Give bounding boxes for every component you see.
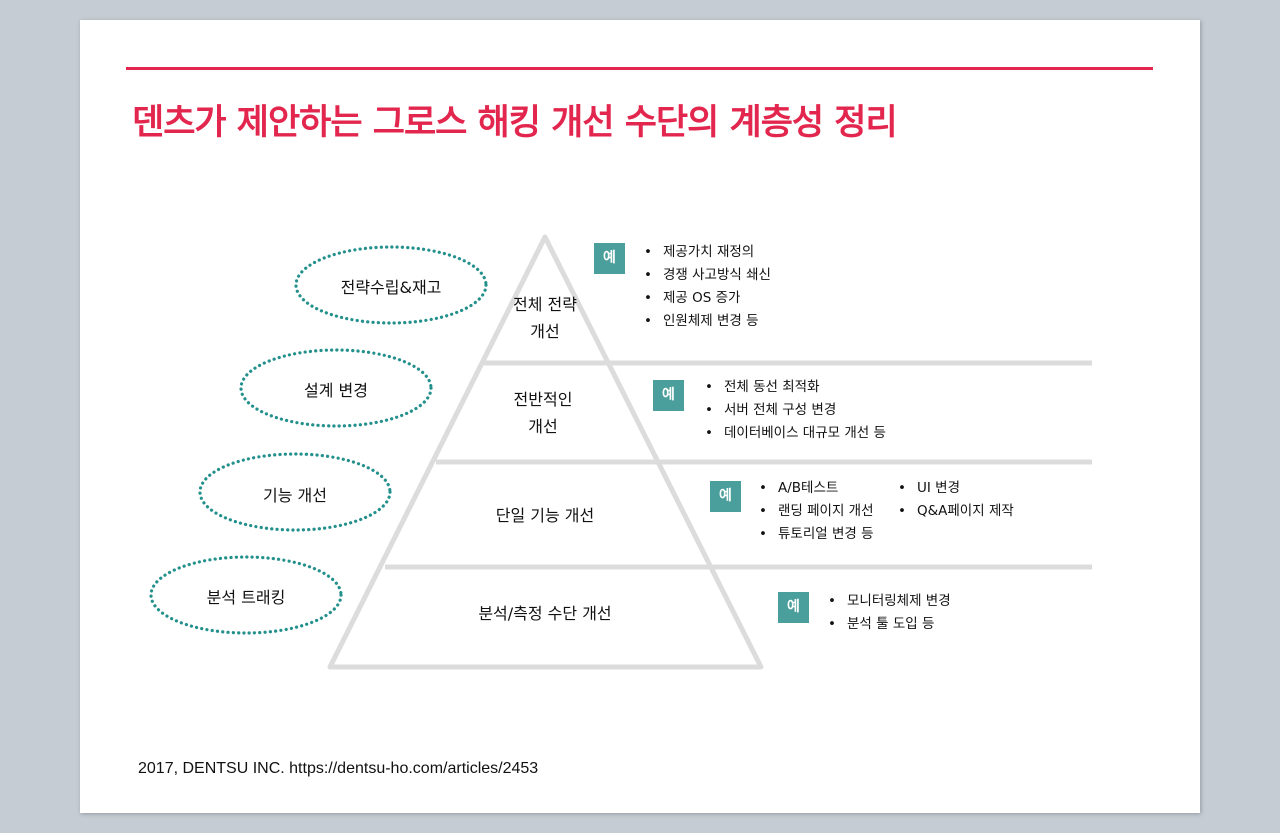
slide-page: 덴츠가 제안하는 그로스 해킹 개선 수단의 계층성 정리 전략수립&재고 설계…	[80, 20, 1200, 813]
list-item: •랜딩 페이지 개선	[756, 500, 874, 523]
list-item: •Q&A페이지 제작	[895, 500, 1014, 523]
tier-label-2: 전반적인 개선	[423, 386, 663, 440]
tier-label-2-line2: 개선	[528, 417, 558, 436]
bullet-icon: •	[828, 593, 836, 609]
example-badge-4: 예	[778, 592, 809, 623]
list-item: •분석 툴 도입 등	[825, 613, 951, 636]
category-ellipse-analytics	[149, 555, 343, 635]
list-item: •인원체제 변경 등	[641, 310, 771, 333]
list-item: •전체 동선 최적화	[702, 376, 886, 399]
bullet-icon: •	[644, 290, 652, 306]
example-list-4: •모니터링체제 변경 •분석 툴 도입 등	[825, 590, 951, 636]
tier-label-1-line2: 개선	[530, 322, 560, 341]
example-list-3-col2: •UI 변경 •Q&A페이지 제작	[895, 477, 1014, 523]
category-ellipse-design	[239, 348, 433, 428]
pyramid-diagram	[149, 234, 1092, 670]
list-item: •UI 변경	[895, 477, 1014, 500]
bullet-icon: •	[644, 313, 652, 329]
list-item: •데이터베이스 대규모 개선 등	[702, 422, 886, 445]
tier-label-2-line1: 전반적인	[513, 390, 573, 409]
list-item: •경쟁 사고방식 쇄신	[641, 264, 771, 287]
bullet-icon: •	[644, 267, 652, 283]
example-list-1: •제공가치 재정의 •경쟁 사고방식 쇄신 •제공 OS 증가 •인원체제 변경…	[641, 241, 771, 333]
bullet-icon: •	[898, 503, 906, 519]
list-item: •튜토리얼 변경 등	[756, 523, 874, 546]
slide-title: 덴츠가 제안하는 그로스 해킹 개선 수단의 계층성 정리	[132, 103, 898, 143]
tier-label-1: 전체 전략 개선	[425, 291, 665, 345]
bullet-icon: •	[759, 503, 767, 519]
list-item: •모니터링체제 변경	[825, 590, 951, 613]
example-list-3-col1: •A/B테스트 •랜딩 페이지 개선 •튜토리얼 변경 등	[756, 477, 874, 546]
category-label-analytics: 분석 트래킹	[206, 588, 286, 607]
category-label-strategy: 전략수립&재고	[340, 278, 442, 297]
category-label-feature: 기능 개선	[263, 486, 327, 505]
category-ellipse-strategy	[294, 245, 488, 325]
tier-label-4: 분석/측정 수단 개선	[425, 600, 665, 627]
category-label-design: 설계 변경	[304, 381, 368, 400]
list-item: •제공가치 재정의	[641, 241, 771, 264]
bullet-icon: •	[898, 480, 906, 496]
tier-label-1-line1: 전체 전략	[513, 295, 577, 314]
example-badge-2: 예	[653, 380, 684, 411]
bullet-icon: •	[759, 526, 767, 542]
list-item: •제공 OS 증가	[641, 287, 771, 310]
example-badge-1: 예	[594, 243, 625, 274]
bullet-icon: •	[705, 379, 713, 395]
list-item: •A/B테스트	[756, 477, 874, 500]
bullet-icon: •	[828, 616, 836, 632]
bullet-icon: •	[644, 244, 652, 260]
bullet-icon: •	[705, 425, 713, 441]
example-list-2: •전체 동선 최적화 •서버 전체 구성 변경 •데이터베이스 대규모 개선 등	[702, 376, 886, 445]
source-citation: 2017, DENTSU INC. https://dentsu-ho.com/…	[138, 760, 539, 777]
list-item: •서버 전체 구성 변경	[702, 399, 886, 422]
example-badge-3: 예	[710, 481, 741, 512]
tier-label-3-line1: 단일 기능 개선	[495, 506, 595, 525]
bullet-icon: •	[705, 402, 713, 418]
tier-label-3: 단일 기능 개선	[425, 502, 665, 529]
title-divider	[126, 67, 1153, 70]
bullet-icon: •	[759, 480, 767, 496]
pyramid-outline	[327, 234, 764, 670]
tier-label-4-line1: 분석/측정 수단 개선	[478, 604, 612, 623]
category-ellipse-feature	[198, 452, 392, 532]
